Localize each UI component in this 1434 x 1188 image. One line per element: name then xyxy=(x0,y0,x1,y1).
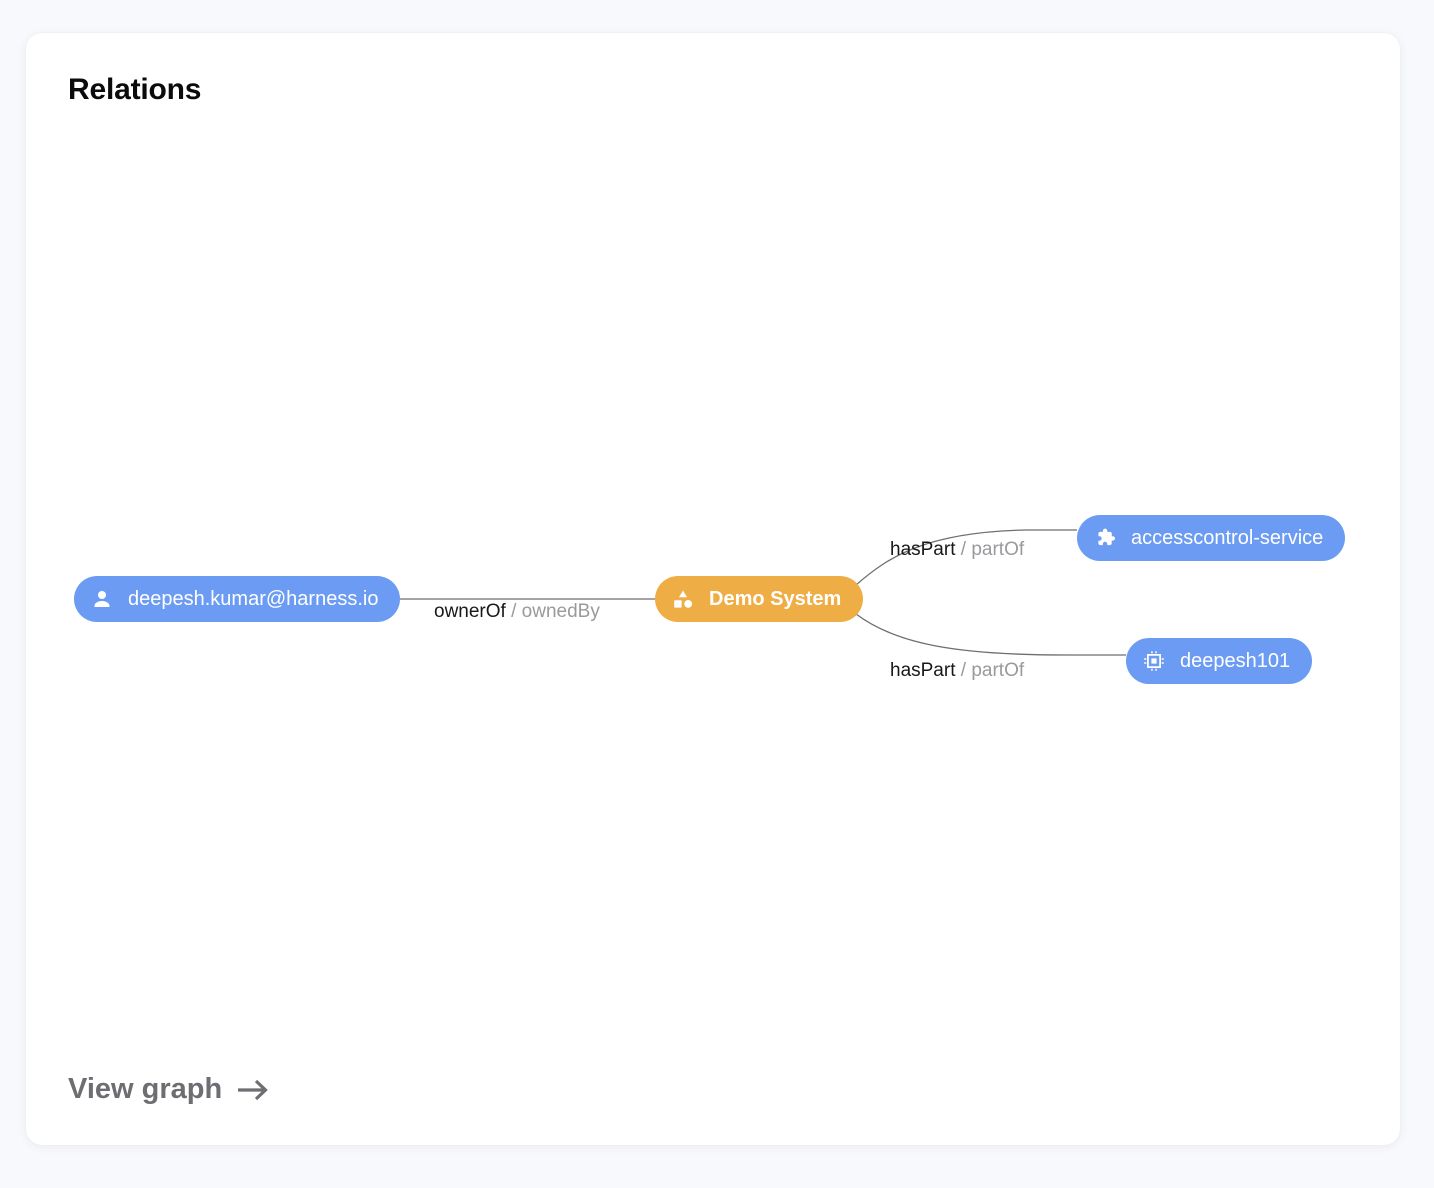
graph-node-label: Demo System xyxy=(709,588,842,610)
edge-label-haspart-resource: hasPart / partOf xyxy=(890,661,1024,680)
graph-node-label: accesscontrol-service xyxy=(1131,527,1324,549)
edge-label-separator: / xyxy=(511,601,517,622)
edge-label-reverse: partOf xyxy=(971,660,1025,681)
edge-line-haspart-1 xyxy=(855,529,1077,586)
graph-node-component[interactable]: accesscontrol-service xyxy=(1077,515,1346,561)
graph-node-user[interactable]: deepesh.kumar@harness.io xyxy=(74,576,401,622)
edge-label-separator: / xyxy=(960,539,967,560)
edge-label-separator: / xyxy=(960,660,967,681)
edge-label-reverse: partOf xyxy=(971,539,1025,560)
edge-label-owner: ownerOf / ownedBy xyxy=(434,602,600,621)
edge-label-reverse: ownedBy xyxy=(521,601,600,622)
edge-label-haspart-component: hasPart / partOf xyxy=(890,540,1024,559)
category-icon xyxy=(671,587,695,611)
view-graph-label: View graph xyxy=(68,1073,223,1105)
graph-node-label: deepesh.kumar@harness.io xyxy=(128,588,379,610)
edge-label-forward: ownerOf xyxy=(434,601,506,622)
memory-chip-icon xyxy=(1142,649,1166,673)
person-icon xyxy=(90,587,114,611)
puzzle-icon xyxy=(1093,526,1117,550)
graph-edges xyxy=(400,529,1126,656)
graph-node-system[interactable]: Demo System xyxy=(655,576,864,622)
edge-line-haspart-2 xyxy=(855,613,1126,656)
relations-card: Relations deepesh.kumar@harness.io xyxy=(26,33,1400,1145)
arrow-right-icon xyxy=(236,1075,270,1105)
edge-label-forward: hasPart xyxy=(890,660,956,681)
graph-node-label: deepesh101 xyxy=(1180,650,1291,672)
relations-graph[interactable]: deepesh.kumar@harness.io Demo System acc… xyxy=(26,33,1400,1145)
graph-node-resource[interactable]: deepesh101 xyxy=(1126,638,1313,684)
view-graph-link[interactable]: View graph xyxy=(68,1073,270,1106)
edge-label-forward: hasPart xyxy=(890,539,956,560)
page-title: Relations xyxy=(68,73,202,106)
